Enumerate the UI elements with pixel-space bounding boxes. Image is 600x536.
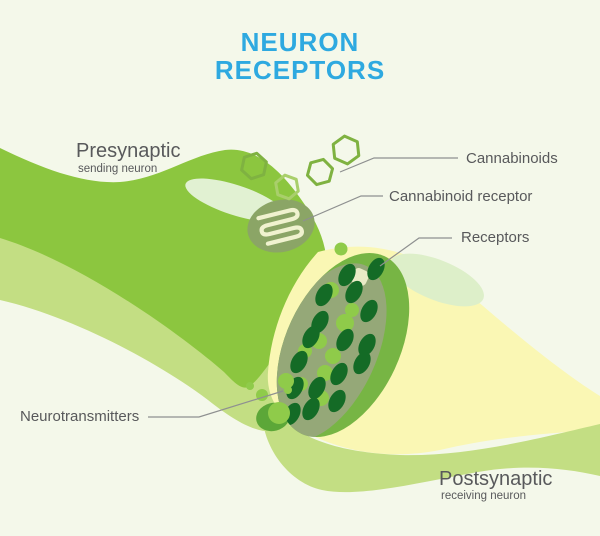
postsynaptic-highlight bbox=[390, 253, 484, 307]
receptors-leader-line bbox=[379, 237, 452, 267]
cannabinoids-label: Cannabinoids bbox=[466, 150, 558, 167]
cannabinoid-receptor-icon bbox=[247, 199, 315, 253]
cannabinoid-receptor-label: Cannabinoid receptor bbox=[389, 188, 533, 205]
cannabinoid-receptor-leader-line bbox=[302, 195, 383, 222]
cannabinoid-molecule-icon bbox=[305, 157, 335, 187]
cannabinoid-molecule-icon bbox=[331, 134, 361, 166]
neurotransmitters-leader-line bbox=[148, 390, 284, 418]
page-title-line1: NEURON bbox=[240, 27, 360, 57]
postsynaptic-label: Postsynaptic bbox=[439, 468, 553, 490]
presynaptic-sublabel: sending neuron bbox=[78, 163, 158, 175]
cannabinoid-molecule-icon bbox=[240, 151, 268, 181]
receptors-label: Receptors bbox=[461, 229, 530, 246]
receptor-dots bbox=[283, 257, 385, 426]
cannabinoid-molecule-icon bbox=[274, 173, 300, 201]
page-title: NEURON RECEPTORS bbox=[0, 28, 600, 84]
page-title-line2: RECEPTORS bbox=[214, 55, 386, 85]
postsynaptic-sublabel: receiving neuron bbox=[441, 490, 527, 502]
neurotransmitters-label: Neurotransmitters bbox=[20, 408, 140, 425]
presynaptic-label: Presynaptic bbox=[76, 140, 181, 162]
cannabinoids-leader-line bbox=[339, 157, 458, 173]
cannabinoid-molecules bbox=[240, 134, 361, 201]
postsynaptic-outer-membrane bbox=[262, 398, 600, 493]
